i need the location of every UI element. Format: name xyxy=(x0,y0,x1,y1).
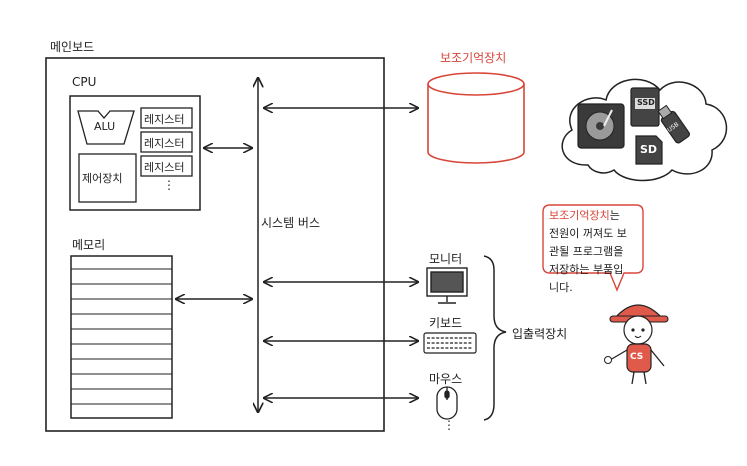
mascot-badge: CS xyxy=(630,352,644,362)
speech-text: 보조기억장치는 전원이 꺼져도 보관될 프로그램을 저장하는 부품입니다. xyxy=(549,207,633,297)
speech-highlight: 보조기억장치 xyxy=(549,209,610,222)
control-unit-box xyxy=(78,153,137,203)
register-box-1 xyxy=(140,107,193,129)
io-brace xyxy=(483,255,507,421)
usb-icon xyxy=(657,104,691,144)
register-label-2: 레지스터 xyxy=(144,137,185,150)
storage-label: 보조기억장치 xyxy=(440,51,507,65)
memory-title: 메모리 xyxy=(72,238,106,252)
speech-rest: 는 전원이 꺼져도 보관될 프로그램을 저장하는 부품입니다. xyxy=(549,209,627,294)
speech-bubble xyxy=(542,204,644,292)
ssd-icon xyxy=(630,87,660,127)
mouse-label: 마우스 xyxy=(429,372,463,386)
sd-icon-label: SD xyxy=(640,143,658,156)
control-unit-label: 제어장치 xyxy=(82,172,123,185)
mouse-icon xyxy=(436,386,458,420)
system-bus-label: 시스템 버스 xyxy=(261,216,321,230)
monitor-label: 모니터 xyxy=(429,252,463,266)
register-box-2 xyxy=(140,131,193,153)
storage-cylinder-icon xyxy=(427,72,525,164)
alu-label: ALU xyxy=(94,120,116,133)
memory-rows xyxy=(71,268,172,405)
monitor-icon xyxy=(426,267,468,304)
keyboard-icon xyxy=(423,332,477,354)
mascot-figure xyxy=(604,304,669,385)
mainboard-title: 메인보드 xyxy=(50,40,95,54)
register-more: ⋮ xyxy=(163,178,175,192)
cpu-frame xyxy=(69,95,201,211)
alu-shape xyxy=(77,110,135,145)
register-box-3 xyxy=(140,155,193,177)
io-more: ⋮ xyxy=(443,418,455,432)
hdd-icon xyxy=(577,103,625,149)
ssd-icon-label: SSD xyxy=(637,98,655,107)
sd-card-icon xyxy=(635,135,663,165)
register-label-3: 레지스터 xyxy=(144,161,185,174)
io-label: 입출력장치 xyxy=(512,327,568,341)
register-label-1: 레지스터 xyxy=(144,113,185,126)
mainboard-frame xyxy=(45,57,385,432)
memory-frame xyxy=(70,255,173,419)
cloud-shape xyxy=(561,78,728,182)
cpu-title: CPU xyxy=(72,75,97,89)
keyboard-label: 키보드 xyxy=(429,316,463,330)
